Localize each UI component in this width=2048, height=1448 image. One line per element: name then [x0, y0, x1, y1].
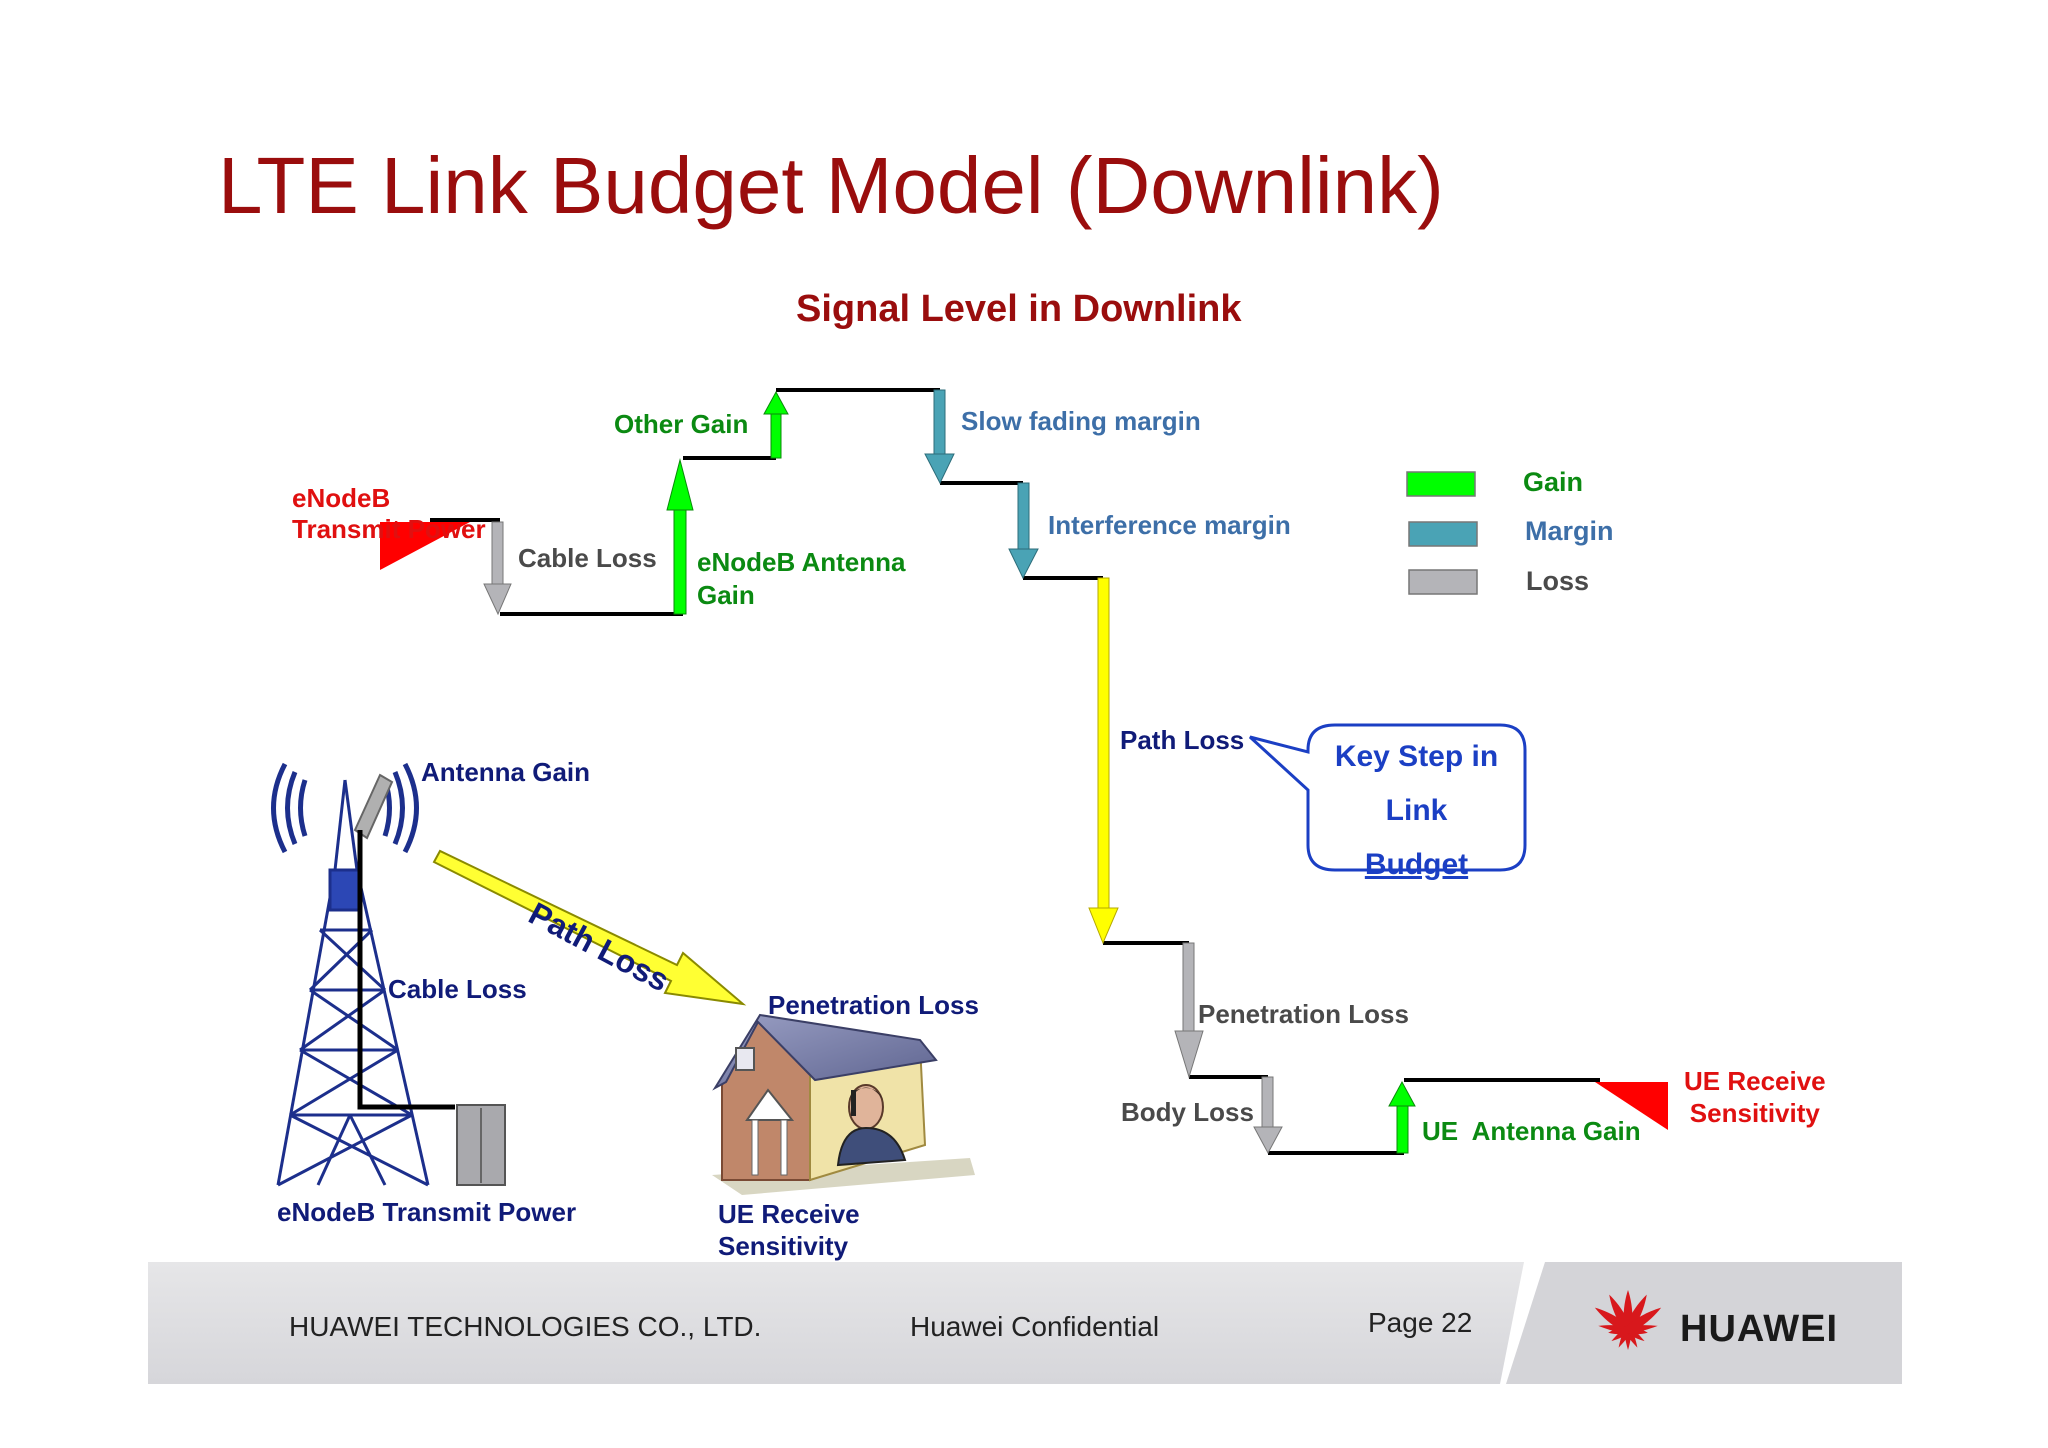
signal-step-line — [430, 388, 1600, 1155]
legend — [1406, 471, 1478, 595]
footer-confidential: Huawei Confidential — [910, 1311, 1160, 1342]
legend-gain-swatch — [1406, 471, 1476, 497]
illus-penetration-loss: Penetration Loss — [768, 990, 979, 1020]
label-ue-antenna-gain: UE Antenna Gain — [1422, 1116, 1641, 1146]
label-path-loss: Path Loss — [1120, 725, 1245, 755]
label-ue-receive-sensitivity: UE Receive Sensitivity — [1684, 1066, 1826, 1128]
callout-line-2: Link — [1385, 794, 1448, 827]
slow-fading-margin-arrow — [924, 389, 955, 485]
path-loss-arrow — [1088, 577, 1119, 945]
illus-enodeb-tx-power: eNodeB Transmit Power — [277, 1197, 577, 1227]
legend-margin-swatch — [1408, 521, 1478, 547]
huawei-logo-icon — [1594, 1290, 1662, 1350]
label-enodeb-antenna-gain: eNodeB Antenna Gain — [697, 547, 906, 610]
label-body-loss: Body Loss — [1121, 1097, 1254, 1127]
callout-text: Key Step in Link Budget — [1308, 730, 1525, 892]
legend-margin-label: Margin — [1525, 516, 1614, 546]
legend-loss-swatch — [1408, 569, 1478, 595]
label-other-gain: Other Gain — [614, 409, 749, 439]
enodeb-tx-power-triangle — [380, 522, 470, 570]
enodeb-antenna-gain-arrow — [666, 458, 694, 615]
illustration-path-loss-arrow — [432, 849, 747, 1006]
label-penetration-loss: Penetration Loss — [1198, 999, 1409, 1029]
cable-loss-arrow — [483, 521, 512, 616]
other-gain-arrow — [763, 390, 789, 459]
ue-receive-sensitivity-triangle — [1595, 1082, 1668, 1130]
legend-loss-label: Loss — [1526, 566, 1590, 596]
footer-company: HUAWEI TECHNOLOGIES CO., LTD. — [289, 1311, 762, 1342]
label-enodeb-tx-power: eNodeB Transmit Power — [292, 483, 486, 544]
callout-line-3: Budget — [1364, 848, 1469, 881]
ue-antenna-gain-arrow — [1388, 1080, 1416, 1154]
callout-line-1: Key Step in — [1334, 740, 1499, 773]
body-loss-arrow — [1253, 1076, 1283, 1155]
label-interference-margin: Interference margin — [1048, 510, 1291, 540]
slide-title: LTE Link Budget Model (Downlink) — [218, 141, 1444, 230]
penetration-loss-arrow — [1174, 942, 1204, 1079]
legend-gain-label: Gain — [1523, 467, 1584, 497]
diagram-subtitle: Signal Level in Downlink — [796, 288, 1242, 330]
footer-logo-text: HUAWEI — [1680, 1308, 1838, 1350]
illus-cable-loss: Cable Loss — [388, 974, 527, 1004]
interference-margin-arrow — [1008, 482, 1039, 580]
footer-page-number: Page 22 — [1368, 1307, 1473, 1338]
label-cable-loss: Cable Loss — [518, 543, 657, 573]
illus-antenna-gain: Antenna Gain — [421, 757, 591, 787]
tower-illustration — [271, 762, 506, 1187]
illus-ue-receive-sensitivity: UE Receive Sensitivity — [718, 1199, 860, 1261]
key-step-callout — [1248, 723, 1527, 872]
house-illustration — [712, 1013, 975, 1195]
label-slow-fading-margin: Slow fading margin — [961, 406, 1201, 436]
